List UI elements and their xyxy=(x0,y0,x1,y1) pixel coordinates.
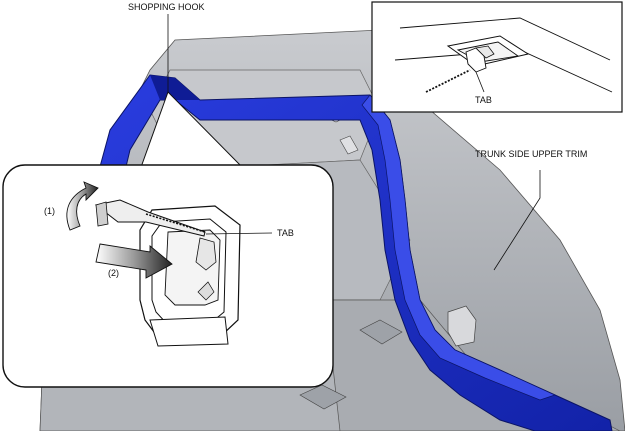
label-step-1: (1) xyxy=(44,206,55,216)
tab-detail-leader xyxy=(205,232,273,235)
label-step-2: (2) xyxy=(108,268,119,278)
tab-inset xyxy=(371,1,623,113)
tab-inset-leader xyxy=(475,71,485,93)
label-tab-inset: TAB xyxy=(475,95,492,105)
label-tab-detail: TAB xyxy=(277,228,294,238)
detail-callout xyxy=(2,164,334,388)
label-trunk-side-upper-trim: TRUNK SIDE UPPER TRIM xyxy=(475,149,588,159)
trunk-trim-leader xyxy=(493,170,541,271)
label-shopping-hook: SHOPPING HOOK xyxy=(128,2,205,12)
